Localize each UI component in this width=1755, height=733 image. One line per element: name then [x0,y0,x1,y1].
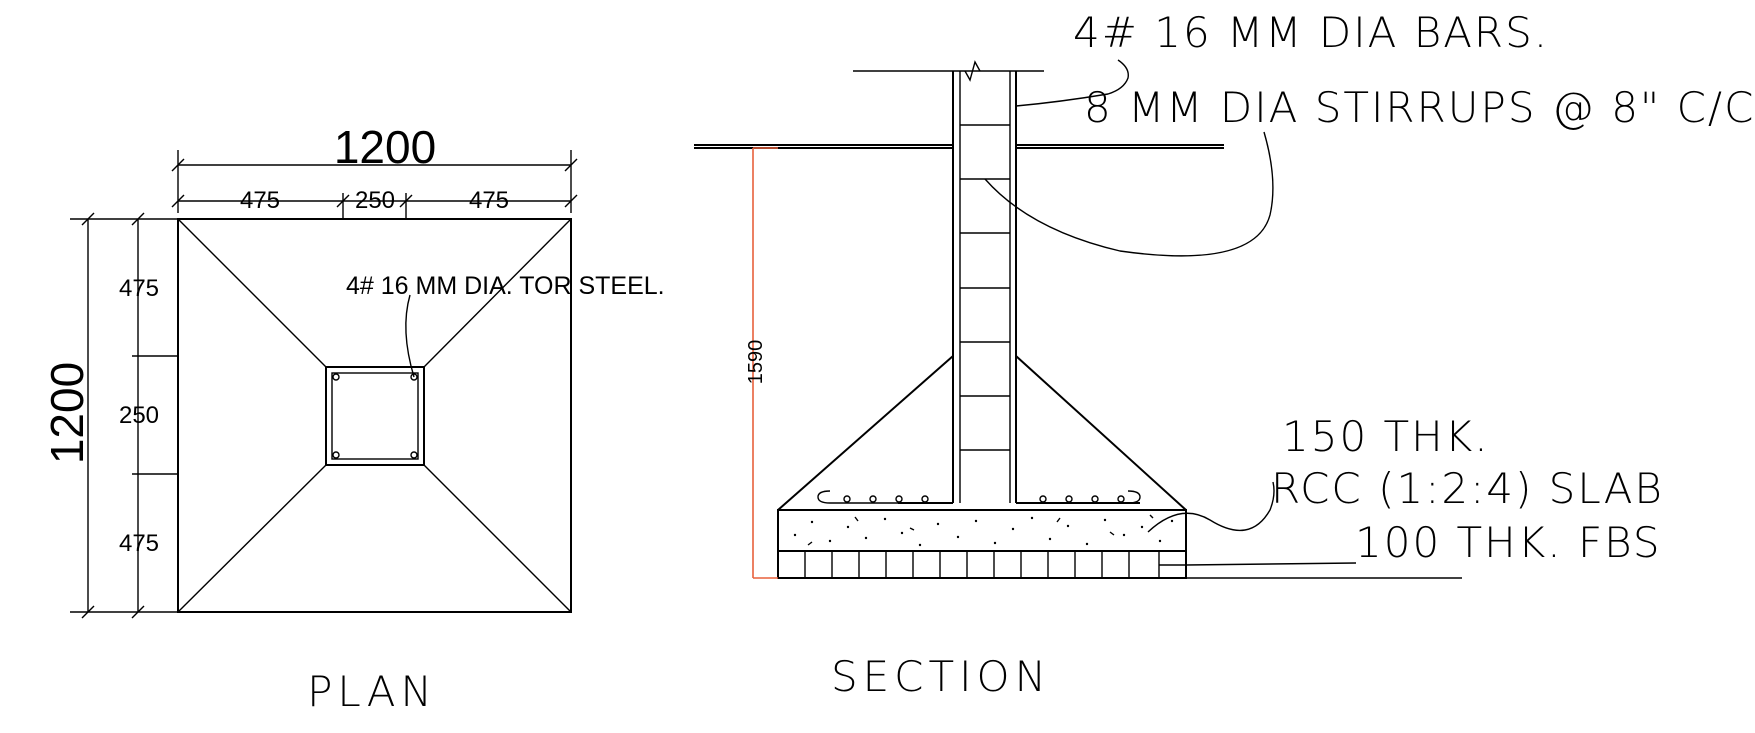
plan-footing-outline [177,218,572,613]
plan-caption: PLAN [307,667,437,716]
plan-bar-note: 4# 16 MM DIA. TOR STEEL. [346,272,665,300]
rcc-slab [777,509,1187,552]
plan-overall-width-label: 1200 [334,121,436,173]
slab-leader [1147,481,1275,533]
fbs-leader [1185,562,1357,566]
plan-height-seg-1: 475 [119,275,159,302]
plan-view: 1200 475 250 475 475 250 475 1200 4# 16 … [41,121,665,716]
stirrups-leader [984,131,1274,257]
fbs-layer [777,550,1187,579]
plan-slope-line-bl [177,464,327,613]
fbs-bricks [804,551,1186,578]
section-caption: SECTION [831,652,1051,701]
plan-height-seg-2: 250 [119,402,159,429]
plan-bars [332,373,418,459]
plan-slope-line-tr [423,218,572,368]
note-stirrups: 8 MM DIA STIRRUPS @ 8" C/C. [1084,83,1755,132]
plan-slope-line-tl [177,218,327,368]
plan-height-seg-3: 475 [119,530,159,557]
plan-width-seg-2: 250 [355,187,395,214]
plan-bar-leader [405,294,415,378]
plan-column-inner [331,372,419,460]
section-bottom-bars [817,490,1141,504]
depth-dimension [752,147,778,579]
plan-top-dimension [171,150,578,219]
plan-overall-height-label: 1200 [41,362,93,464]
plan-width-seg-1: 475 [240,187,280,214]
bars-leader [1015,59,1129,107]
note-bars: 4# 16 MM DIA BARS. [1073,8,1549,57]
plan-column-outer [325,366,425,466]
plan-slope-line-br [423,464,572,613]
section-stirrups [960,124,1010,451]
break-symbol [964,60,981,82]
footing-slope-right [1015,355,1187,511]
rcc-slab-hatch [793,514,1174,547]
note-slab-thickness: 150 THK. [1282,412,1490,461]
section-column [952,71,1017,503]
depth-dimension-label: 1590 [745,340,767,385]
note-fbs: 100 THK. FBS [1355,518,1662,567]
plan-width-seg-3: 475 [469,187,509,214]
plan-left-dimension [70,212,178,619]
footing-slope-left [777,355,954,511]
section-view: 1590 4# 16 MM DIA BARS. 8 MM DIA STIRRUP… [694,8,1755,701]
note-slab-mix: RCC (1:2:4) SLAB [1271,464,1664,513]
